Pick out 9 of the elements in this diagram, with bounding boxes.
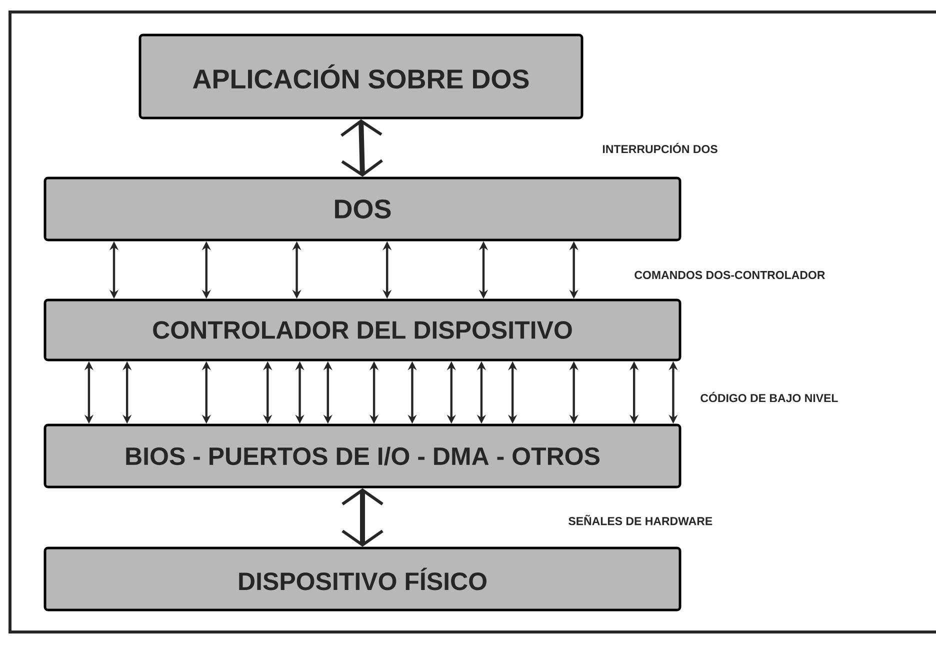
annotation-text: INTERRUPCIÓN DOS bbox=[602, 142, 718, 154]
layer-box: DOS bbox=[44, 176, 682, 242]
layer-box: BIOS - PUERTOS DE I/O - DMA - OTROS bbox=[44, 424, 682, 488]
annotation-text: COMANDOS DOS-CONTROLADOR bbox=[634, 270, 825, 280]
annotation-text: CÓDIGO DE BAJO NIVEL bbox=[700, 392, 838, 402]
layer-box: DISPOSITIVO FÍSICO bbox=[44, 546, 682, 612]
layer-box: CONTROLADOR DEL DISPOSITIVO bbox=[44, 298, 682, 362]
layer-box: APLICACIÓN SOBRE DOS bbox=[138, 34, 584, 120]
annotation-text: SEÑALES DE HARDWARE bbox=[568, 514, 712, 526]
